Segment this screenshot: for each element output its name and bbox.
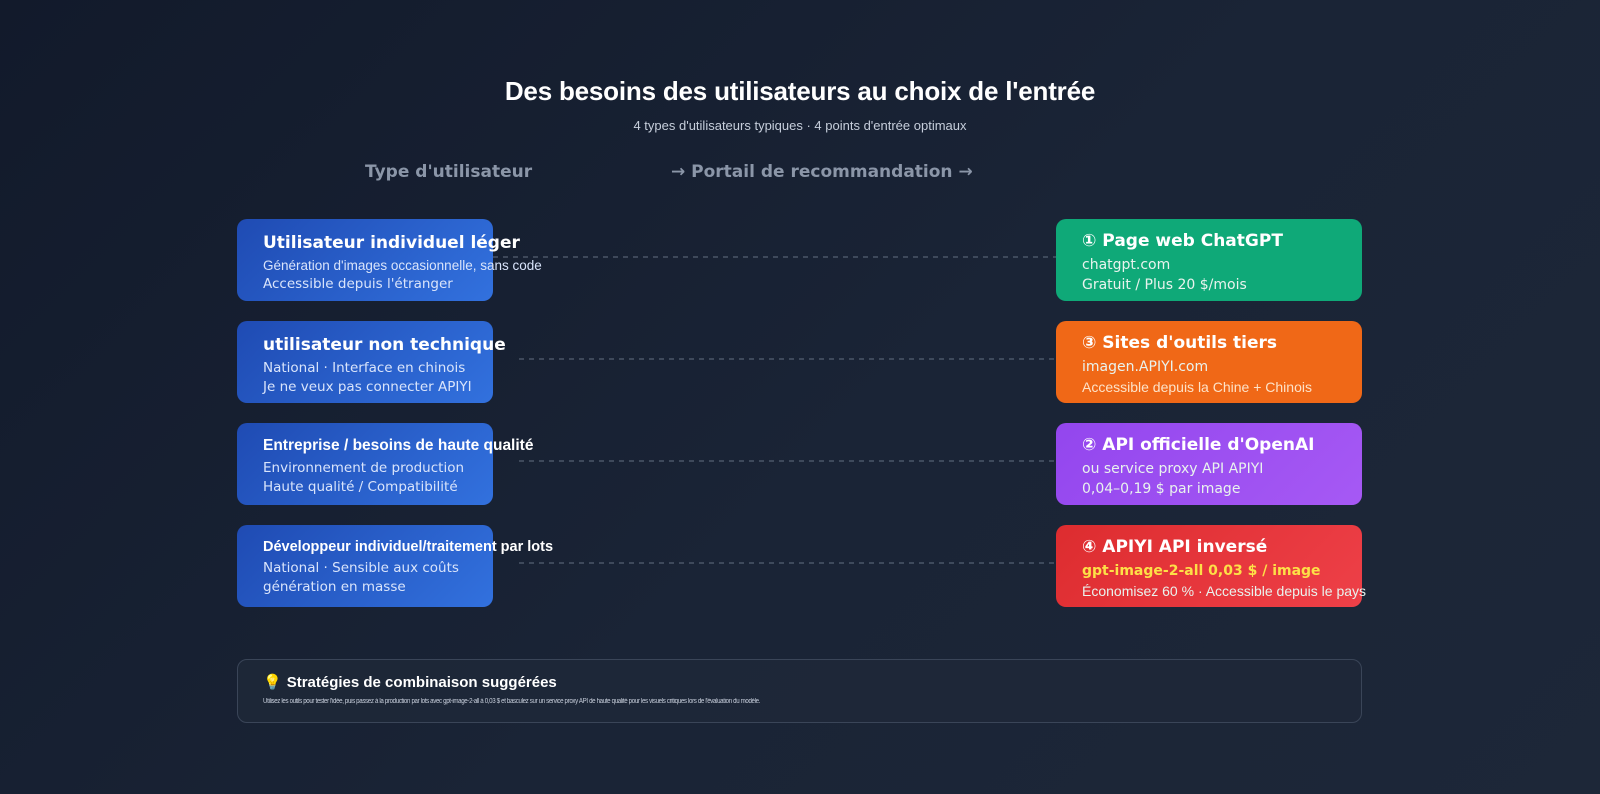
portal-card-chatgpt-web: ① Page web ChatGPT chatgpt.com Gratuit /… xyxy=(1056,219,1362,301)
portal-card-title: ② API officielle d'OpenAI xyxy=(1082,435,1315,455)
portal-card-detail: chatgpt.com xyxy=(1082,257,1171,273)
user-card-detail: National · Sensible aux coûts xyxy=(263,560,459,576)
strategy-title: Stratégies de combinaison suggérées xyxy=(286,673,557,691)
portal-card-title: ③ Sites d'outils tiers xyxy=(1082,333,1278,353)
strategy-box: 💡 Stratégies de combinaison suggérées Ut… xyxy=(237,659,1362,723)
user-card-detail: Je ne veux pas connecter APIYI xyxy=(263,379,472,395)
user-card-enterprise: Entreprise / besoins de haute qualité En… xyxy=(237,423,534,505)
portal-card-apiyi-reverse-api: ④ APIYI API inversé gpt-image-2-all 0,03… xyxy=(1056,525,1367,607)
portal-card-price-highlight: gpt-image-2-all 0,03 $ / image xyxy=(1082,563,1321,579)
user-card-detail: National · Interface en chinois xyxy=(263,360,466,376)
user-card-title: Utilisateur individuel léger xyxy=(263,233,520,253)
portal-card-title: ① Page web ChatGPT xyxy=(1082,231,1283,251)
user-card-detail: Génération d'images occasionnelle, sans … xyxy=(263,258,542,273)
user-card-detail: génération en masse xyxy=(263,579,406,595)
user-card-title: Développeur individuel/traitement par lo… xyxy=(263,539,554,555)
lightbulb-icon: 💡 xyxy=(263,673,282,691)
column-header-user-type: Type d'utilisateur xyxy=(365,162,533,182)
portal-card-detail: Accessible depuis la Chine + Chinois xyxy=(1082,379,1312,395)
user-card-title: Entreprise / besoins de haute qualité xyxy=(263,437,534,454)
portal-card-detail: imagen.APIYI.com xyxy=(1082,359,1209,375)
portal-card-openai-api: ② API officielle d'OpenAI ou service pro… xyxy=(1056,423,1362,505)
user-card-detail: Accessible depuis l'étranger xyxy=(263,276,453,292)
portal-card-detail: 0,04–0,19 $ par image xyxy=(1082,481,1241,497)
user-card-light-individual: Utilisateur individuel léger Génération … xyxy=(237,219,542,301)
user-card-title: utilisateur non technique xyxy=(263,335,506,355)
user-card-individual-developer: Développeur individuel/traitement par lo… xyxy=(237,525,554,607)
user-card-detail: Environnement de production xyxy=(263,460,465,476)
user-card-detail: Haute qualité / Compatibilité xyxy=(263,479,458,495)
portal-card-detail: ou service proxy API APIYI xyxy=(1082,461,1264,477)
portal-card-title: ④ APIYI API inversé xyxy=(1082,537,1268,557)
portal-card-third-party-tools: ③ Sites d'outils tiers imagen.APIYI.com … xyxy=(1056,321,1362,403)
diagram-title: Des besoins des utilisateurs au choix de… xyxy=(504,76,1096,106)
strategy-text: Utilisez les outils pour tester l'idée, … xyxy=(263,698,761,705)
user-card-non-technical: utilisateur non technique National · Int… xyxy=(237,321,506,403)
diagram-subtitle: 4 types d'utilisateurs typiques · 4 poin… xyxy=(633,118,967,133)
column-header-portal: → Portail de recommandation → xyxy=(671,162,973,182)
portal-card-detail: Gratuit / Plus 20 $/mois xyxy=(1082,277,1247,293)
portal-card-detail: Économisez 60 % · Accessible depuis le p… xyxy=(1082,583,1367,599)
